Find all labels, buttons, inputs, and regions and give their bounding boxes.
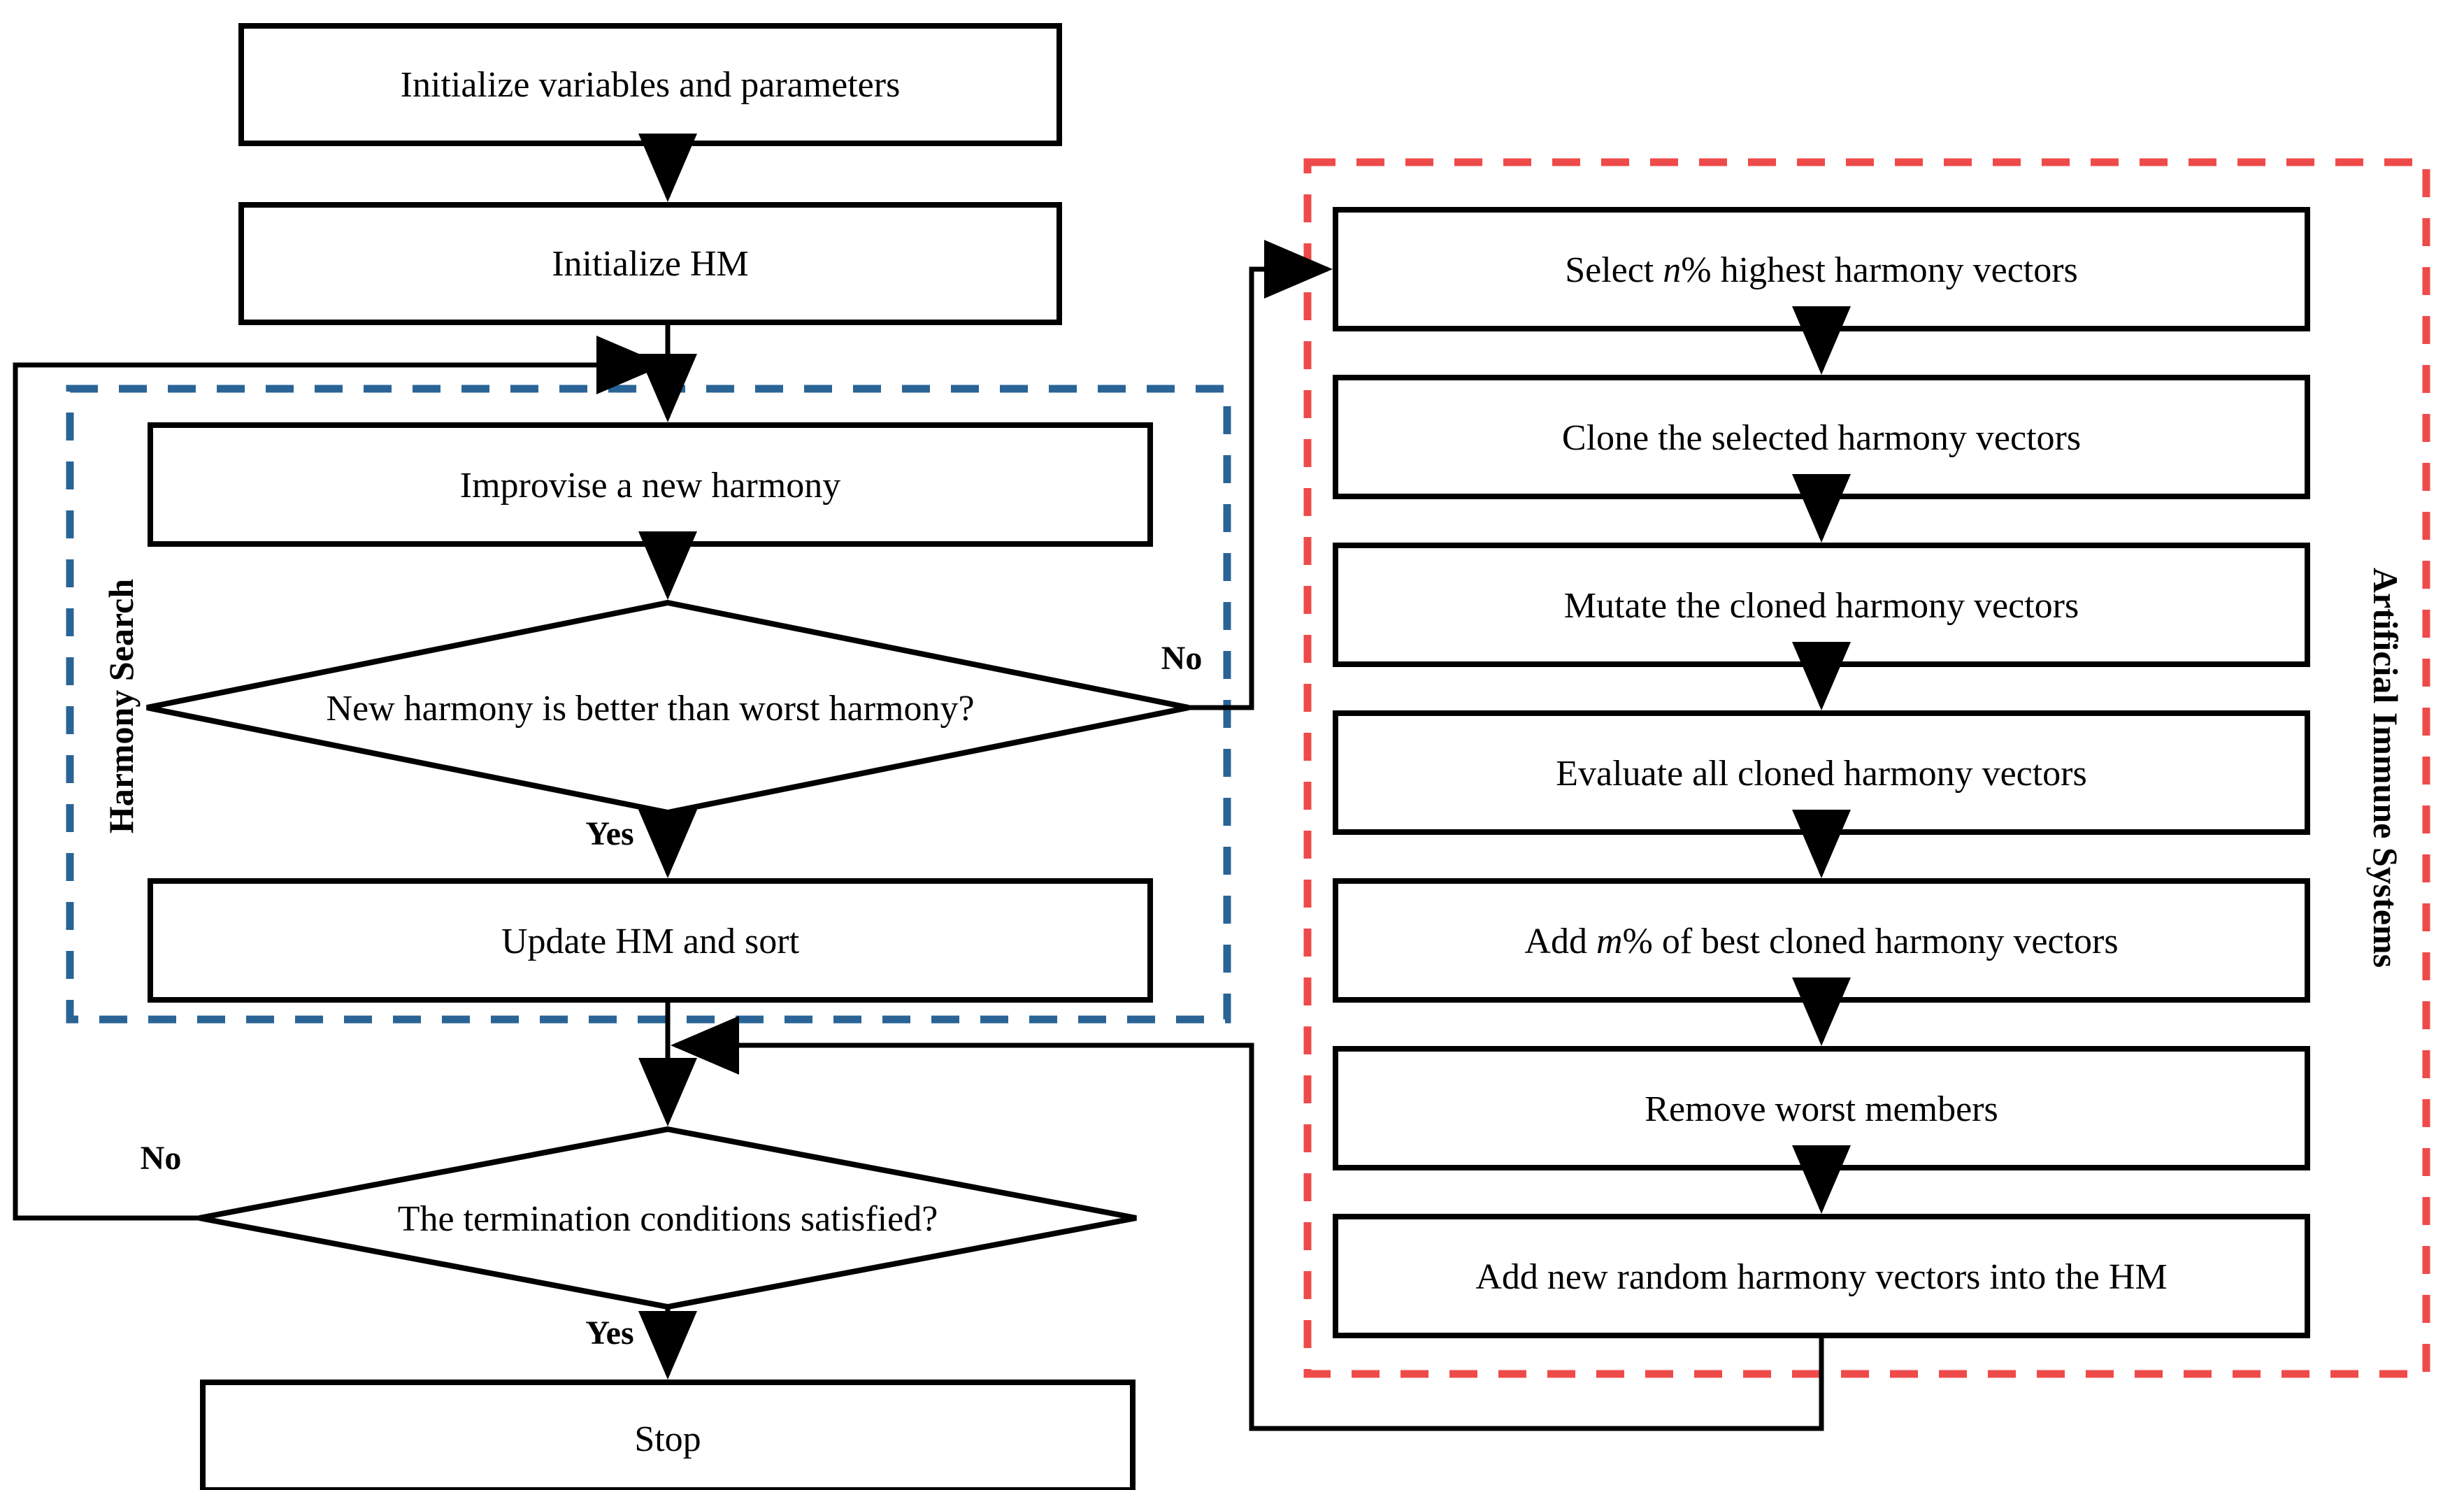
node-init-vars-box[interactable]	[238, 23, 1062, 146]
node-select-n-label-post: % highest harmony vectors	[1681, 250, 2078, 290]
node-init-hm-box[interactable]	[238, 202, 1062, 325]
edge-termination-no-loop	[13, 336, 665, 1221]
edge-label-termination-yes: Yes	[585, 1315, 633, 1352]
node-better-decision-label: New harmony is better than worst harmony…	[326, 689, 974, 729]
node-add-random-box[interactable]	[1333, 1214, 2310, 1338]
node-init-vars-label: Initialize variables and parameters	[401, 65, 901, 105]
node-remove-worst-label: Remove worst members	[1645, 1089, 1998, 1129]
group-label-artificial-immune-systems: Artificial Immune Systems	[2366, 568, 2405, 968]
node-clone-label: Clone the selected harmony vectors	[1562, 418, 2081, 458]
edge-addrandom-return-to-termination	[671, 1016, 1824, 1431]
edge-better-no-to-select	[1189, 240, 1333, 710]
node-mutate-label: Mutate the cloned harmony vectors	[1564, 586, 2079, 626]
node-add-m-label: Add m% of best cloned harmony vectors	[1524, 922, 2118, 961]
node-select-n-label-pre: Select	[1565, 250, 1663, 290]
node-improvise-box[interactable]	[148, 422, 1153, 547]
edge-label-better-yes: Yes	[585, 815, 633, 852]
node-stop-box[interactable]	[200, 1380, 1136, 1490]
node-select-n-label-italic: n	[1663, 250, 1681, 290]
node-termination-decision-label: The termination conditions satisfied?	[398, 1199, 938, 1239]
node-init-hm-label: Initialize HM	[552, 244, 749, 284]
node-evaluate-label: Evaluate all cloned harmony vectors	[1556, 754, 2086, 794]
node-improvise-label: Improvise a new harmony	[460, 466, 840, 506]
node-stop-label: Stop	[634, 1419, 701, 1459]
group-label-harmony-search: Harmony Search	[101, 579, 141, 834]
harmony-search-group-border	[66, 385, 1231, 1024]
artificial-immune-group-border	[1303, 158, 2430, 1378]
edge-label-better-no: No	[1161, 640, 1203, 677]
node-add-m-label-italic: m	[1596, 922, 1623, 961]
node-select-n-label: Select n% highest harmony vectors	[1565, 250, 2078, 290]
node-update-hm-label: Update HM and sort	[501, 922, 800, 961]
node-add-m-label-pre: Add	[1524, 922, 1596, 961]
node-add-m-label-post: % of best cloned harmony vectors	[1623, 922, 2119, 961]
node-update-hm-box[interactable]	[148, 878, 1153, 1003]
node-add-random-label: Add new random harmony vectors into the …	[1475, 1257, 2167, 1297]
edge-label-termination-no: No	[141, 1140, 182, 1177]
